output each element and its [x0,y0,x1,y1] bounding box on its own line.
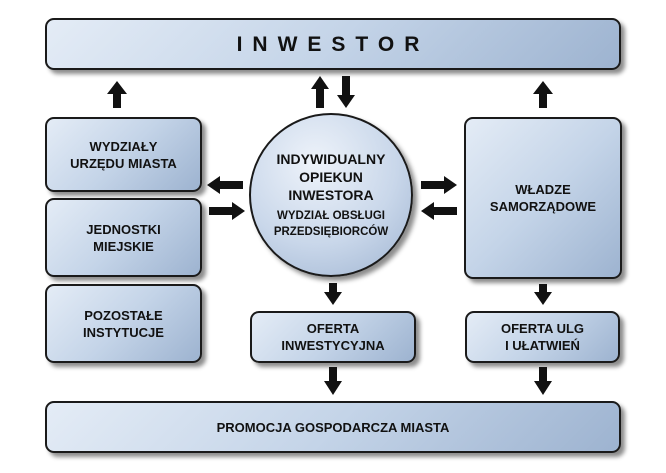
arrow-left-wladze-to-opiekun [421,202,457,220]
pozostale-instytucje-label: POZOSTAŁE INSTYTUCJE [83,307,164,340]
wladze-samorzadowe-box: WŁADZE SAMORZĄDOWE [464,117,622,279]
wydzialy-urzedu-label: WYDZIAŁY URZĘDU MIASTA [70,138,177,171]
jednostki-miejskie-box: JEDNOSTKI MIEJSKIE [45,198,202,277]
arrow-up-wydzialy-to-investor [107,81,127,108]
investor-label: INWESTOR [236,32,430,56]
arrow-right-opiekun-to-wladze [421,176,457,194]
arrow-down-investor-to-opiekun [337,76,355,108]
opiekun-inwestora-circle: INDYWIDUALNY OPIEKUN INWESTORA WYDZIAŁ O… [249,113,413,277]
jednostki-miejskie-label: JEDNOSTKI MIEJSKIE [86,221,161,254]
pozostale-instytucje-box: POZOSTAŁE INSTYTUCJE [45,284,202,363]
arrow-left-opiekun-to-wydzialy [207,176,243,194]
oferta-inwestycyjna-label: OFERTA INWESTYCYJNA [281,321,385,353]
arrow-up-opiekun-to-investor [311,76,329,108]
arrow-down-wladze-to-oferta-ulg [534,284,552,305]
wydzialy-urzedu-box: WYDZIAŁY URZĘDU MIASTA [45,117,202,192]
promocja-gospodarcza-box: PROMOCJA GOSPODARCZA MIASTA [45,401,621,453]
wydzial-obslugi-label: WYDZIAŁ OBSŁUGI PRZEDSIĘBIORCÓW [273,210,389,238]
investor-box: INWESTOR [45,18,621,70]
arrow-down-opiekun-to-oferta [324,283,342,305]
arrow-right-jednostki-to-opiekun [209,202,245,220]
wladze-samorzadowe-label: WŁADZE SAMORZĄDOWE [489,182,597,214]
promocja-gospodarcza-label: PROMOCJA GOSPODARCZA MIASTA [216,419,450,435]
opiekun-inwestora-label: INDYWIDUALNY OPIEKUN INWESTORA [276,151,386,203]
arrow-up-wladze-to-investor [533,81,553,108]
arrow-down-oferta-to-promocja [324,367,342,395]
oferta-inwestycyjna-box: OFERTA INWESTYCYJNA [250,311,416,363]
oferta-ulg-box: OFERTA ULG I UŁATWIEŃ [465,311,620,363]
arrow-down-oferta-ulg-to-promocja [534,367,552,395]
oferta-ulg-label: OFERTA ULG I UŁATWIEŃ [500,321,585,353]
